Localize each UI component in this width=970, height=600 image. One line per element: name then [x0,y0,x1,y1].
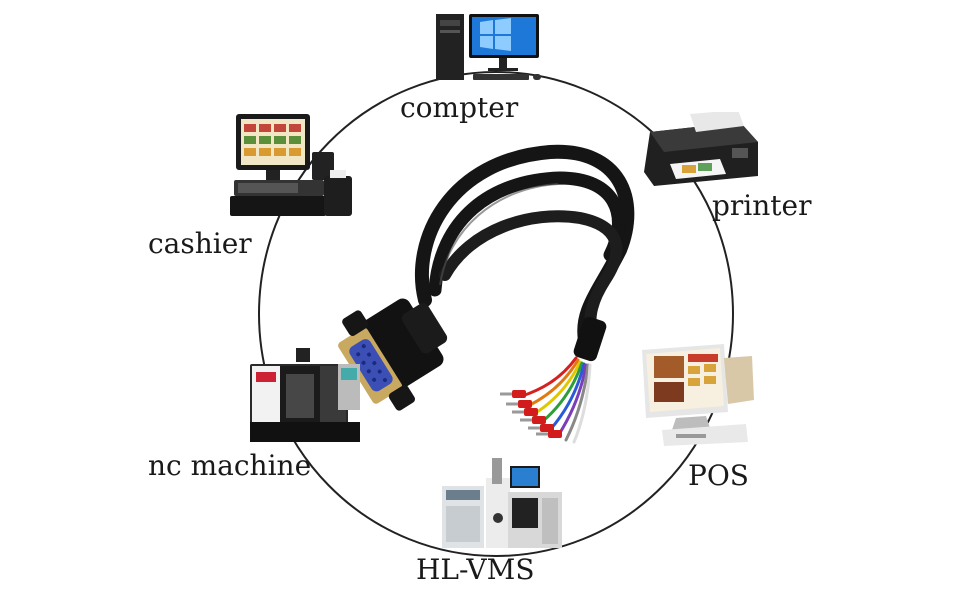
printer-label: printer [712,189,812,222]
pos-terminal-icon [642,344,754,446]
printer-icon [644,112,758,186]
computer-label: compter [400,91,519,124]
cash-register-icon [230,114,352,216]
cashier-label: cashier [148,227,252,260]
desktop-computer-icon [436,14,541,80]
cnc-machine-icon [250,348,360,442]
pos-label: POS [688,459,749,492]
db9-serial-cable-icon [338,144,635,444]
nc-machine-label: nc machine [148,449,312,482]
vision-measuring-system-icon [442,458,562,548]
hl-vms-label: HL-VMS [416,553,535,586]
